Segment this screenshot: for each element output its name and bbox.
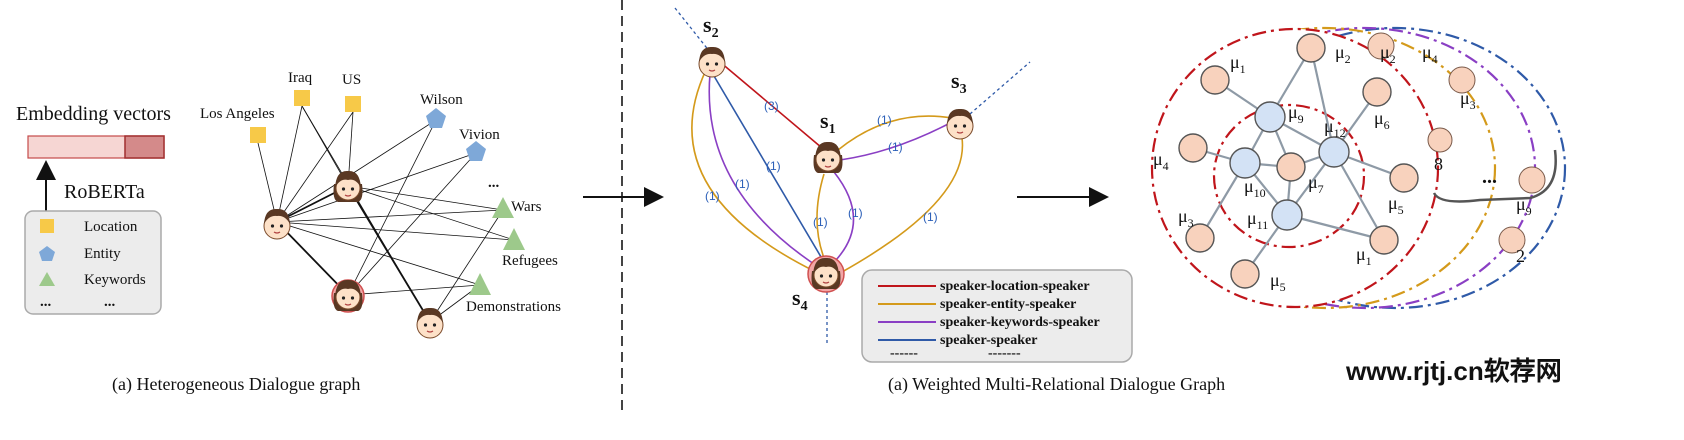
speaker-s1-avatar	[812, 141, 844, 174]
right-panel: ...	[1150, 26, 1567, 310]
dotted-context-lines	[674, 7, 1031, 345]
legend-more-right: -------	[988, 346, 1021, 361]
edge-weight-s2-s4-mid: (1)	[735, 177, 750, 191]
legend-more-left: ...	[40, 294, 52, 310]
mu5-right-label: μ5	[1388, 193, 1404, 217]
layer-connector	[1432, 149, 1557, 203]
location-legend-label: Location	[84, 219, 138, 235]
edge-weight-s1-s4-left: (1)	[813, 215, 828, 229]
mu2-b-label: μ2	[1380, 42, 1396, 66]
layers-ellipsis: ...	[1482, 166, 1497, 188]
hetero-graph-edges	[257, 105, 515, 323]
mu1-label: μ1	[1356, 244, 1372, 268]
edge-weight-s2-s4-outer: (1)	[705, 189, 720, 203]
speaker-s3-label: s3	[951, 68, 967, 97]
edge-weight-s3-s4: (1)	[923, 210, 938, 224]
location-node-us	[345, 96, 361, 112]
mu10-label: μ10	[1244, 176, 1266, 200]
vivion-label: Vivion	[459, 127, 500, 143]
edge-weight-labels: (3) (1) (1) (1) (1) (1) (1) (1) (1)	[705, 99, 938, 229]
location-legend-icon	[40, 219, 54, 233]
location-node-iraq	[294, 90, 310, 106]
entity-legend-label: Entity	[84, 246, 121, 262]
mu12-label: μ12	[1324, 116, 1346, 140]
keyword-node-wars	[492, 197, 514, 218]
mu9-far-label: μ9	[1516, 194, 1532, 218]
legend-item-location: speaker-location-speaker	[940, 279, 1090, 294]
speaker-s2-avatar	[698, 46, 726, 78]
legend-item-entity: speaker-entity-speaker	[940, 297, 1076, 312]
keyword-node-refugees	[503, 228, 525, 250]
speaker-avatar-left-b	[332, 170, 364, 203]
speaker-edges	[691, 61, 964, 273]
entity-node-vivion	[466, 141, 486, 161]
back-layer-nodes	[1367, 32, 1546, 254]
location-node-los-angeles	[250, 127, 266, 143]
entity-legend-icon	[39, 246, 55, 261]
speaker-s4-label: s4	[792, 285, 808, 314]
mu3-top-label: μ3	[1460, 88, 1476, 112]
speaker-s2-label: s2	[703, 12, 719, 41]
watermark: www.rjtj.cn软荐网	[1345, 356, 1562, 386]
middle-panel: (3) (1) (1) (1) (1) (1) (1) (1) (1) s2 s…	[674, 7, 1225, 395]
mu4-label: μ4	[1153, 149, 1169, 173]
mu1-top-label: μ1	[1230, 52, 1246, 76]
mu11-label: μ11	[1247, 208, 1268, 232]
iraq-label: Iraq	[288, 70, 313, 86]
edge-weight-s1-s3-top: (1)	[877, 113, 892, 127]
mu4-top-label: μ4	[1422, 42, 1438, 66]
legend-more-left: ------	[890, 346, 918, 361]
left-caption: (a) Heterogeneous Dialogue graph	[112, 374, 360, 395]
us-label: US	[342, 72, 361, 88]
mu7-label: μ7	[1308, 172, 1324, 196]
speaker-avatar-left-d	[416, 307, 444, 339]
entity-node-wilson	[426, 108, 446, 128]
mu-nodes-peach	[1178, 33, 1419, 289]
middle-caption: (a) Weighted Multi-Relational Dialogue G…	[888, 374, 1225, 395]
embedding-vectors-label: Embedding vectors	[16, 103, 171, 125]
entity-ellipsis: ...	[488, 175, 500, 191]
speaker-s3-avatar	[946, 108, 974, 140]
legend-item-speaker: speaker-speaker	[940, 333, 1037, 348]
node-type-legend	[24, 210, 162, 315]
mu-nodes-blue	[1229, 101, 1350, 231]
edge-weight-s1-s3-bottom: (1)	[888, 140, 903, 154]
mu9-label: μ9	[1288, 102, 1304, 126]
mu8-label: 8	[1434, 154, 1443, 174]
edge-weight-s1-s4-right: (1)	[848, 206, 863, 220]
mu2-far-label: 2	[1516, 246, 1525, 266]
wars-label: Wars	[511, 199, 542, 215]
left-panel: Embedding vectors RoBERTa Location Entit…	[16, 70, 561, 395]
los-angeles-label: Los Angeles	[200, 106, 275, 122]
legend-item-keywords: speaker-keywords-speaker	[940, 315, 1100, 330]
mu2-a-label: μ2	[1335, 42, 1351, 66]
speaker-avatar-left-a	[263, 208, 291, 240]
speaker-s1-label: s1	[820, 108, 836, 137]
edge-weight-s2-s4-inner: (1)	[766, 159, 781, 173]
legend-more-right: ...	[104, 294, 116, 310]
demonstrations-label: Demonstrations	[466, 299, 561, 315]
mu3-label: μ3	[1178, 206, 1194, 230]
keywords-legend-icon	[39, 272, 55, 286]
wilson-label: Wilson	[420, 92, 463, 108]
embedding-vector-highlight	[124, 135, 165, 159]
refugees-label: Refugees	[502, 253, 558, 269]
keyword-node-demonstrations	[469, 273, 491, 295]
edge-weight-s2-s1: (3)	[764, 99, 779, 113]
keywords-legend-label: Keywords	[84, 272, 146, 288]
roberta-label: RoBERTa	[64, 181, 145, 203]
mu5-label: μ5	[1270, 270, 1286, 294]
mu6-label: μ6	[1374, 108, 1390, 132]
